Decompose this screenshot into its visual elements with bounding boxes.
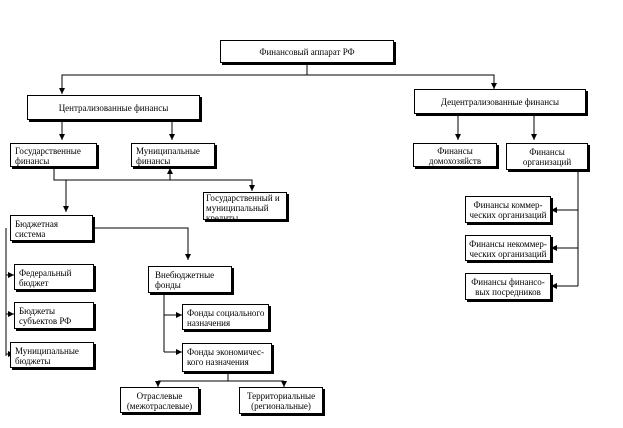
node-commercial: Финансы коммер- ческих организаций [465,196,551,223]
node-subject-budgets: Бюджеты субъектов РФ [14,302,94,329]
node-financial-intermediaries: Финансы финансо- вых посредников [465,273,551,300]
node-state-credit: Государственный и муниципальный кредиты [203,192,287,220]
node-budget-system: Бюджетная система [10,215,93,241]
node-root: Финансовый аппарат РФ [220,40,394,63]
node-organizations: Финансы организаций [506,143,588,170]
edge-root-centralized [59,63,308,94]
node-sectoral: Отраслевые (межотраслевые) [120,387,199,413]
node-federal-budget: Федеральный бюджет [14,264,94,290]
node-centralized: Централизованные финансы [27,95,200,120]
edge-state-credit [53,167,255,191]
node-state-finance: Государственные финансы [10,143,97,167]
node-municipal-budgets: Муниципальные бюджеты [10,342,94,368]
node-noncommercial: Финансы некоммер- ческих организаций [465,235,551,261]
node-households: Финансы домохозяйств [413,143,497,167]
edge-budget-funds [93,227,191,260]
node-municipal-finance: Муниципальные финансы [131,143,215,167]
node-decentralized: Децентрализованные финансы [414,89,586,114]
node-social-funds: Фонды социального назначения [182,304,269,330]
edge-root-decentralized [307,74,497,89]
node-extra-budget-funds: Внебюджетные фонды [148,266,232,293]
node-territorial: Территориальные (региональные) [239,387,323,414]
node-economic-funds: Фонды экономичес- кого назначения [182,343,272,372]
